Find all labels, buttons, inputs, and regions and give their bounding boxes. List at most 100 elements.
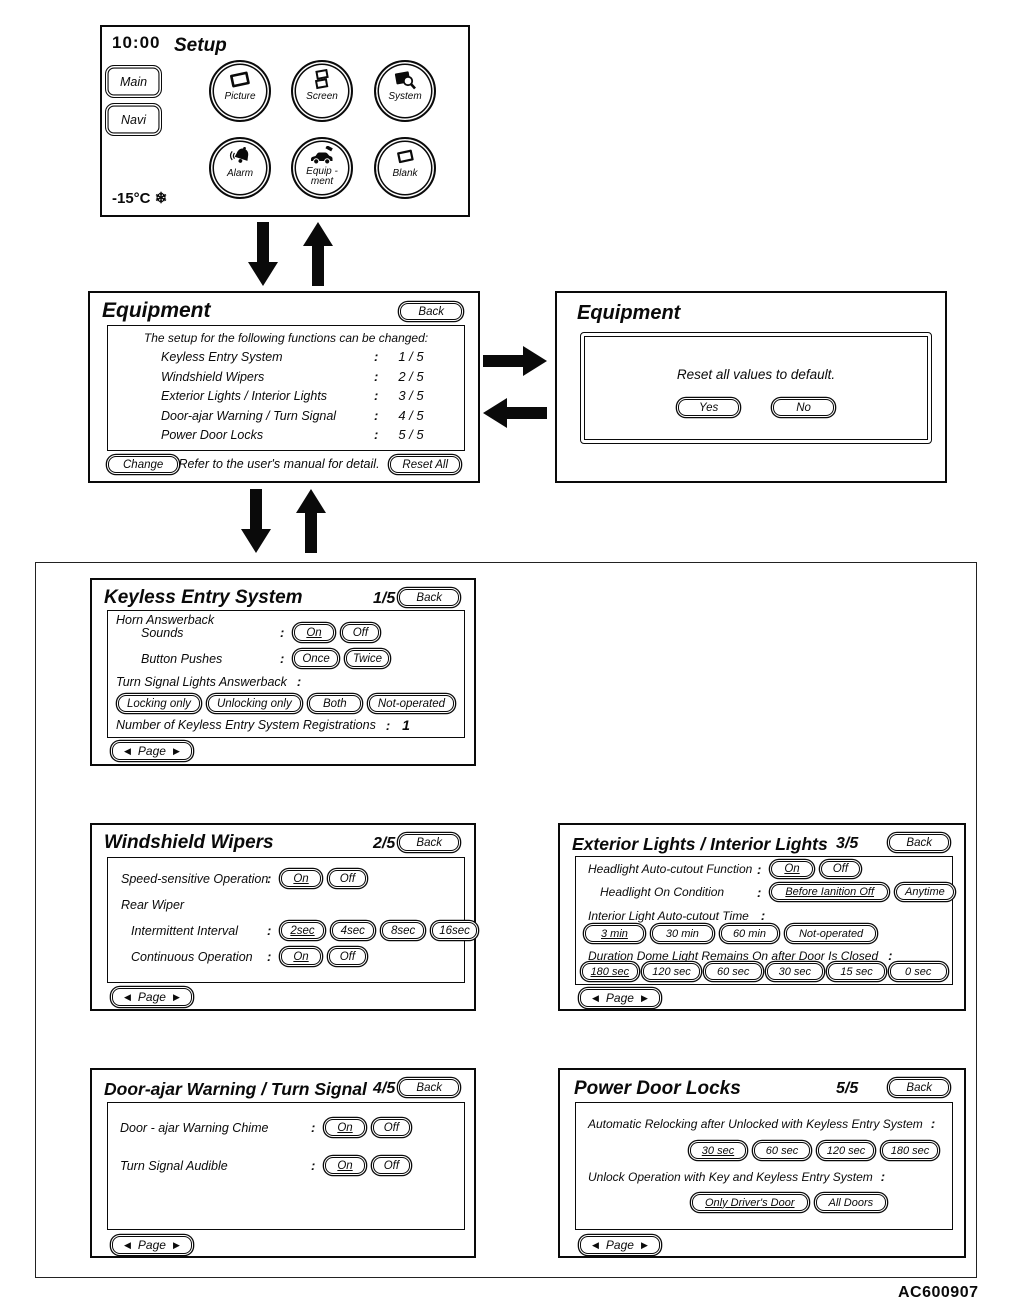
setup-button-screen[interactable]: Screen [291,60,353,122]
alarm-icon [229,146,249,163]
both-button[interactable]: Both [308,695,361,712]
speed-on-button[interactable]: On [281,870,321,887]
chime-on-button[interactable]: On [325,1119,365,1136]
page-nav-button[interactable]: ◀ Page ▶ [112,1236,192,1254]
tab-navi[interactable]: Navi [105,103,162,136]
function-label: Power Door Locks [161,427,264,442]
180sec-button[interactable]: 180 sec [581,963,639,980]
not-operated-button[interactable]: Not-operated [368,695,454,712]
unlocking-only-button[interactable]: Unlocking only [207,695,301,712]
speed-off-button[interactable]: Off [328,870,367,887]
15sec-button[interactable]: 15 sec [828,963,885,980]
before-ignition-off-button[interactable]: Before Ianition Off [771,884,889,900]
audible-on-button[interactable]: On [325,1157,365,1174]
blank-icon [397,149,414,164]
30sec-button[interactable]: 30 sec [766,963,824,980]
setting-row: Continuous Operation : On Off [131,948,370,965]
option-label: 2sec [290,924,315,937]
interval-2sec-button[interactable]: 2sec [281,922,324,939]
pushes-once-button[interactable]: Once [294,650,338,667]
headlight-on-button[interactable]: On [771,861,813,877]
sounds-on-button[interactable]: On [294,624,334,641]
list-item: Exterior Lights / Interior Lights : 3 / … [161,388,424,403]
relock-180sec-button[interactable]: 180 sec [882,1142,938,1159]
equipment-icon [311,146,333,165]
function-label: Windshield Wipers [161,369,265,384]
setup-button-equipment[interactable]: Equip - ment [291,137,353,199]
dome-options-row: 180 sec 120 sec 60 sec 30 sec 15 sec 0 s… [579,963,949,980]
option-label: 4sec [340,924,365,937]
time-not-operated-button[interactable]: Not-operated [785,925,877,942]
settings-panel: Automatic Relocking after Unlocked with … [575,1102,953,1230]
setting-row: Headlight Auto-cutout Function : On Off [588,861,864,877]
120sec-button[interactable]: 120 sec [643,963,700,980]
back-button[interactable]: Back [399,834,459,851]
colon: : [757,861,762,877]
3min-button[interactable]: 3 min [585,925,644,942]
next-page-icon: ▶ [172,991,180,1002]
interval-4sec-button[interactable]: 4sec [331,922,374,939]
setting-group-label: Rear Wiper [121,898,184,912]
relock-60sec-button[interactable]: 60 sec [754,1142,810,1159]
page-nav-button[interactable]: ◀ Page ▶ [580,989,660,1007]
headlight-function-label: Headlight Auto-cutout Function [588,862,753,876]
setup-button-system[interactable]: System [374,60,436,122]
back-button[interactable]: Back [889,1079,949,1096]
page-nav-button[interactable]: ◀ Page ▶ [112,988,192,1006]
page-title: Setup [174,35,227,56]
option-label: 60 sec [765,1144,799,1157]
back-button[interactable]: Back [889,834,949,851]
back-button[interactable]: Back [399,1079,459,1096]
dialog-message: Reset all values to default. [585,367,927,382]
0sec-button[interactable]: 0 sec [889,963,947,980]
temperature-value: -15°C [112,190,151,207]
back-button[interactable]: Back [400,303,462,320]
prev-page-icon: ◀ [592,992,599,1003]
interval-16sec-button[interactable]: 16sec [432,922,477,939]
setup-button-blank[interactable]: Blank [374,137,436,199]
tab-main[interactable]: Main [105,65,162,98]
60min-button[interactable]: 60 min [720,925,778,942]
page-nav-label: Page [605,1238,634,1252]
option-label: 8sec [390,924,416,937]
twice-label: Twice [352,652,383,665]
no-button[interactable]: No [773,399,834,416]
snowflake-icon: ❄ [154,190,168,207]
reset-dialog: Reset all values to default. Yes No [580,332,932,444]
flow-arrow-down-icon [241,489,271,553]
page-nav-button[interactable]: ◀ Page ▶ [112,742,192,760]
audible-off-button[interactable]: Off [372,1157,411,1174]
chime-off-button[interactable]: Off [372,1119,411,1136]
continuous-off-button[interactable]: Off [328,948,367,965]
yes-button[interactable]: Yes [678,399,740,416]
reset-all-button[interactable]: Reset All [390,456,460,473]
relock-30sec-button[interactable]: 30 sec [690,1142,746,1159]
page-indicator: 1/5 [373,590,396,607]
locking-only-button[interactable]: Locking only [118,695,200,712]
list-heading-text: The setup for the following functions ca… [143,331,429,345]
page-indicator: 3/5 [836,835,859,852]
back-button[interactable]: Back [399,589,459,606]
automatic-relocking-label: Automatic Relocking after Unlocked with … [588,1116,923,1131]
button-pushes-label: Button Pushes [141,651,223,666]
setup-button-alarm[interactable]: Alarm [209,137,271,199]
continuous-on-button[interactable]: On [281,948,321,965]
30min-button[interactable]: 30 min [651,925,713,942]
speed-sensitive-label: Speed-sensitive Operation [121,871,269,886]
60sec-button[interactable]: 60 sec [704,963,762,980]
on-label: On [293,950,309,963]
headlight-condition-label: Headlight On Condition [600,885,725,899]
sounds-off-button[interactable]: Off [341,624,380,641]
anytime-button[interactable]: Anytime [896,884,954,900]
only-drivers-door-button[interactable]: Only Driver's Door [692,1194,808,1211]
page-nav-button[interactable]: ◀ Page ▶ [580,1236,660,1254]
all-doors-button[interactable]: All Doors [815,1194,887,1211]
pushes-twice-button[interactable]: Twice [345,650,390,667]
equipment-reset-screen: Equipment Reset all values to default. Y… [555,291,947,483]
setup-button-picture[interactable]: Picture [209,60,271,122]
headlight-off-button[interactable]: Off [820,861,861,877]
relock-120sec-button[interactable]: 120 sec [818,1142,874,1159]
colon: : [296,674,302,689]
change-button[interactable]: Change [108,456,179,473]
interval-8sec-button[interactable]: 8sec [381,922,425,939]
